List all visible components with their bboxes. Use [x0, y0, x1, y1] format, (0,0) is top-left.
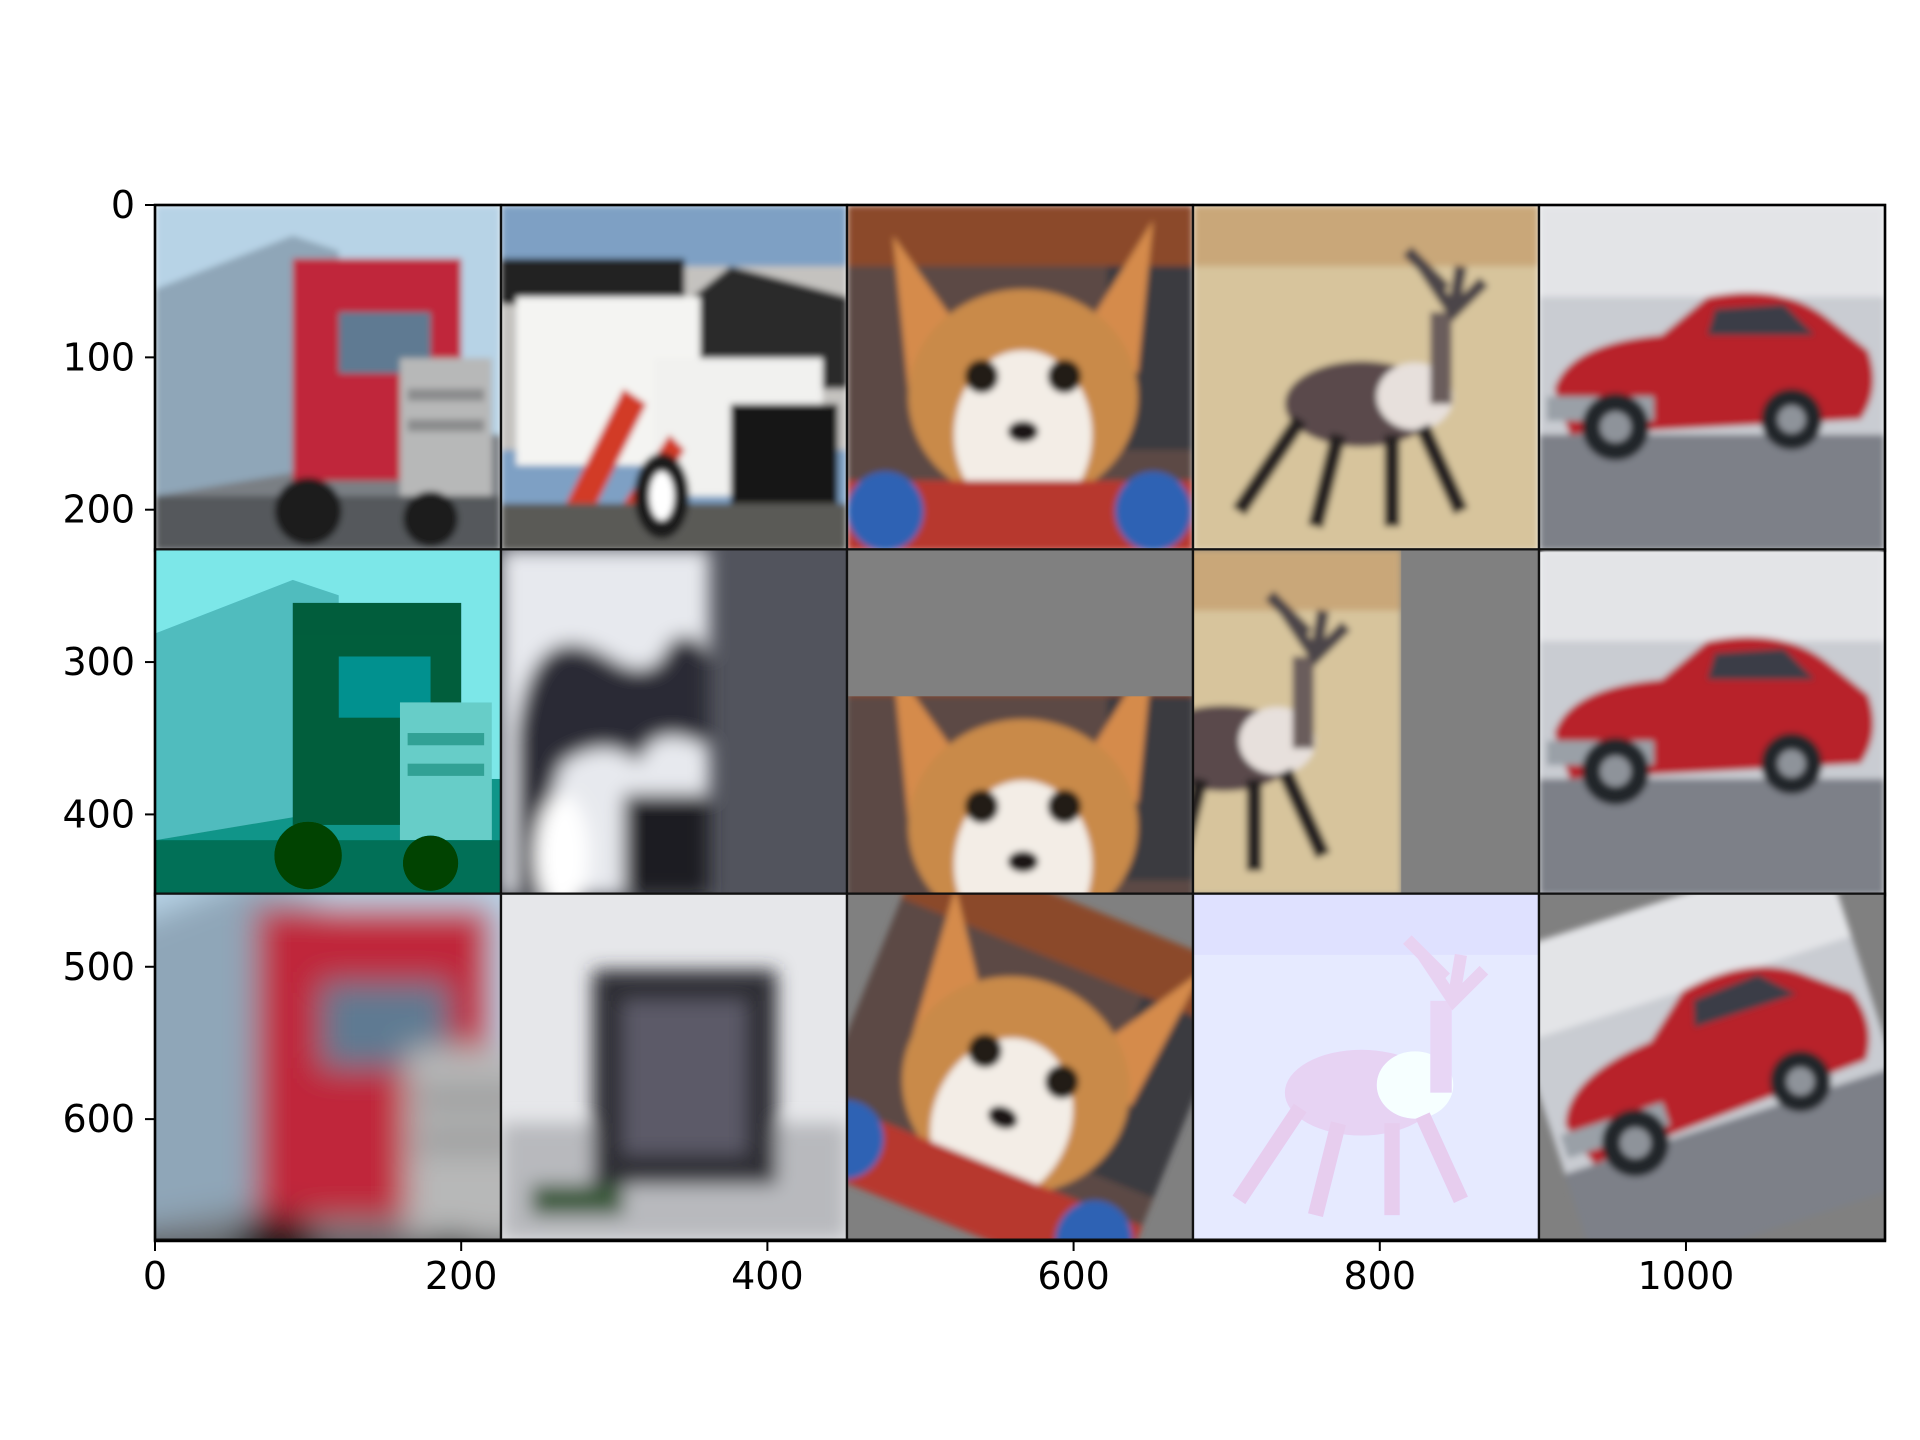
tile-r0-c0-truck: [153, 203, 503, 553]
x-tick-label: 0: [143, 1254, 167, 1298]
x-tick-label: 400: [731, 1254, 804, 1298]
tile-r2-c3-deer-solarize: [1191, 892, 1541, 1241]
tile-r0-c1-truck: [499, 203, 849, 553]
tile-r1-c2-dog-shift: [845, 548, 1195, 897]
tile-r1-c4-car-zoom: [1537, 548, 1887, 897]
tile-r1-c0-truck-jitter: [153, 548, 503, 897]
tile-r2-c0-truck-blur: [153, 892, 503, 1241]
y-tick-label: 200: [62, 488, 135, 532]
tile-r0-c2-dog: [845, 203, 1195, 553]
y-axis-ticks: 0 100 200 300 400 500 600: [62, 183, 155, 1141]
tile-r2-c4-car-rotate: [1537, 892, 1887, 1241]
y-tick-label: 100: [62, 335, 135, 379]
x-tick-label: 800: [1344, 1254, 1417, 1298]
image-tiles: [153, 203, 1887, 1241]
tile-r1-c3-deer-shift: [1191, 548, 1541, 897]
y-tick-label: 600: [62, 1097, 135, 1141]
x-tick-label: 600: [1037, 1254, 1110, 1298]
tile-r1-c1-truck-crop: [499, 548, 849, 897]
tile-r0-c4-car: [1537, 203, 1887, 553]
y-tick-label: 0: [111, 183, 135, 227]
y-tick-label: 400: [62, 792, 135, 836]
axes-frame: [153, 203, 1887, 1243]
x-tick-label: 1000: [1638, 1254, 1735, 1298]
x-axis-ticks: 0 200 400 600 800 1000: [143, 1241, 1734, 1298]
x-tick-label: 200: [425, 1254, 498, 1298]
tile-r2-c1-truck-gray: [499, 892, 849, 1241]
tile-r0-c3-deer: [1191, 203, 1541, 553]
tile-r2-c2-dog-rotate: [845, 892, 1195, 1241]
y-tick-label: 300: [62, 640, 135, 684]
y-tick-label: 500: [62, 945, 135, 989]
